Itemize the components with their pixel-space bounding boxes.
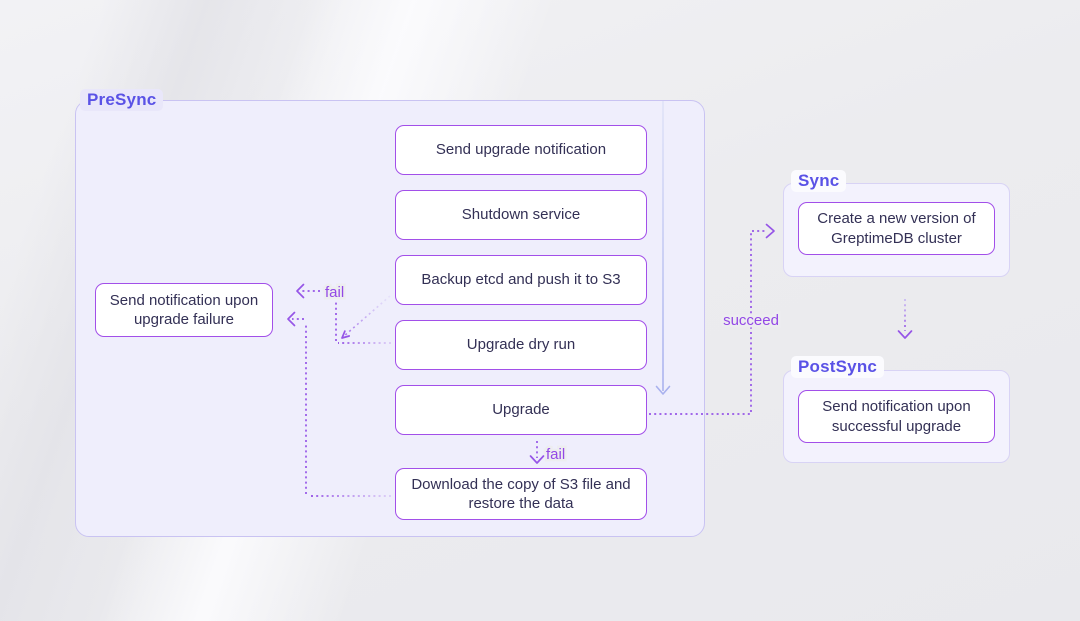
node-send-upgrade-notification: Send upgrade notification [395, 125, 647, 175]
node-download-restore: Download the copy of S3 file and restore… [395, 468, 647, 520]
node-backup-etcd: Backup etcd and push it to S3 [395, 255, 647, 305]
sync-label: Sync [791, 170, 847, 192]
presync-label: PreSync [80, 89, 164, 111]
succeed-label: succeed [723, 312, 779, 329]
node-create-cluster: Create a new version of GreptimeDB clust… [798, 202, 995, 255]
succeed-arrowhead [765, 223, 775, 239]
node-shutdown-service: Shutdown service [395, 190, 647, 240]
node-success-notification: Send notification upon successful upgrad… [798, 390, 995, 443]
node-upgrade-dry-run: Upgrade dry run [395, 320, 647, 370]
postsync-label: PostSync [791, 356, 885, 378]
sync-to-postsync-edge [897, 299, 913, 339]
node-failure-notification: Send notification upon upgrade failure [95, 283, 273, 337]
sync-to-postsync-arrowhead [897, 330, 913, 339]
node-upgrade: Upgrade [395, 385, 647, 435]
